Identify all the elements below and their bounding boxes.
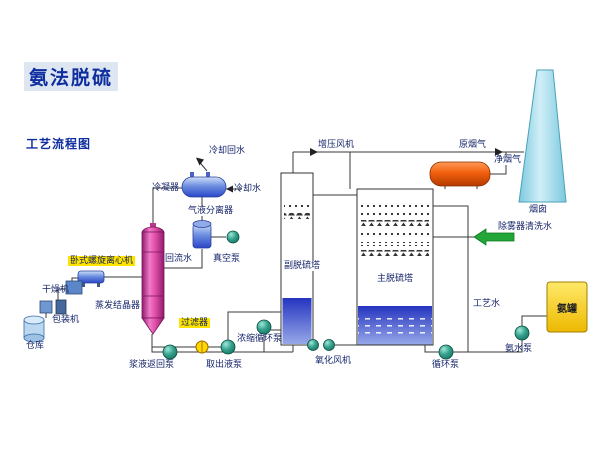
label-main-desulfurization-tower: 主脱硫塔 — [377, 274, 414, 284]
label-cooling-water: 冷却水 — [234, 184, 262, 194]
label-filter: 过滤器 — [179, 318, 211, 329]
dryer-icon — [65, 280, 83, 295]
chimney-shape — [518, 69, 567, 203]
label-warehouse: 仓库 — [26, 341, 45, 351]
label-evaporation-crystallizer: 蒸发结晶器 — [94, 301, 142, 312]
main-desulfurization-tower — [356, 188, 434, 346]
label-chimney: 烟囱 — [529, 205, 548, 215]
demister-wash-arrow — [473, 228, 515, 246]
centrifuge-icon — [77, 270, 105, 287]
ammonia-tank-shape — [546, 281, 588, 333]
ammonia-pump-icon — [514, 325, 530, 341]
label-ammonia-tank: 氨罐 — [557, 304, 577, 315]
label-cooling-return-water: 冷却回水 — [209, 146, 246, 156]
label-vacuum-pump: 真空泵 — [213, 254, 241, 264]
label-clean-flue-gas: 净烟气 — [493, 155, 523, 166]
label-gas-liquid-separator: 气液分离器 — [187, 206, 235, 217]
page-title: 氨法脱硫 — [24, 62, 119, 91]
vacuum-pump-icon — [226, 230, 240, 244]
oxidation-fan-icons — [307, 339, 335, 351]
aux-desulfurization-tower — [280, 172, 314, 346]
label-concentration-circulation-pump: 浓缩循环泵 — [237, 334, 283, 344]
label-oxidation-fan: 氧化风机 — [315, 356, 352, 366]
label-extraction-pump: 取出液泵 — [206, 360, 243, 370]
label-booster-fan: 增压风机 — [317, 140, 356, 151]
label-reflux-water: 回流水 — [165, 254, 193, 264]
label-circulation-pump: 循环泵 — [432, 360, 460, 370]
evaporation-crystallizer-vessel — [141, 223, 165, 335]
label-demister-wash-water: 除雾器清洗水 — [498, 222, 553, 232]
flow-arrows — [196, 148, 503, 193]
label-condenser: 冷凝器 — [152, 183, 180, 193]
condenser-vessel — [181, 172, 227, 198]
label-raw-flue-gas: 原烟气 — [458, 140, 488, 151]
warehouse-silo — [23, 315, 45, 343]
concentration-pump-icon — [256, 319, 272, 335]
extraction-pump-icon — [220, 339, 236, 355]
slurry-return-pump-icon — [162, 344, 178, 360]
filter-icon — [195, 340, 209, 354]
label-slurry-return-pump: 浆液返回泵 — [129, 360, 175, 370]
pipe-network — [45, 151, 547, 353]
label-aux-desulfurization-tower: 副脱硫塔 — [283, 261, 322, 272]
page-subtitle: 工艺流程图 — [26, 137, 92, 151]
label-process-water: 工艺水 — [472, 299, 502, 310]
label-packing-machine: 包装机 — [52, 315, 80, 325]
flue-gas-heater-vessel — [429, 161, 491, 187]
packing-machine-icon — [39, 299, 67, 315]
label-horizontal-screw-centrifuge: 卧式螺旋离心机 — [68, 256, 136, 267]
label-dryer: 干燥机 — [42, 285, 70, 295]
label-ammonia-pump: 氨水泵 — [505, 344, 533, 354]
circulation-pump-icon — [438, 344, 454, 360]
gas-liquid-separator-vessel — [192, 220, 212, 249]
